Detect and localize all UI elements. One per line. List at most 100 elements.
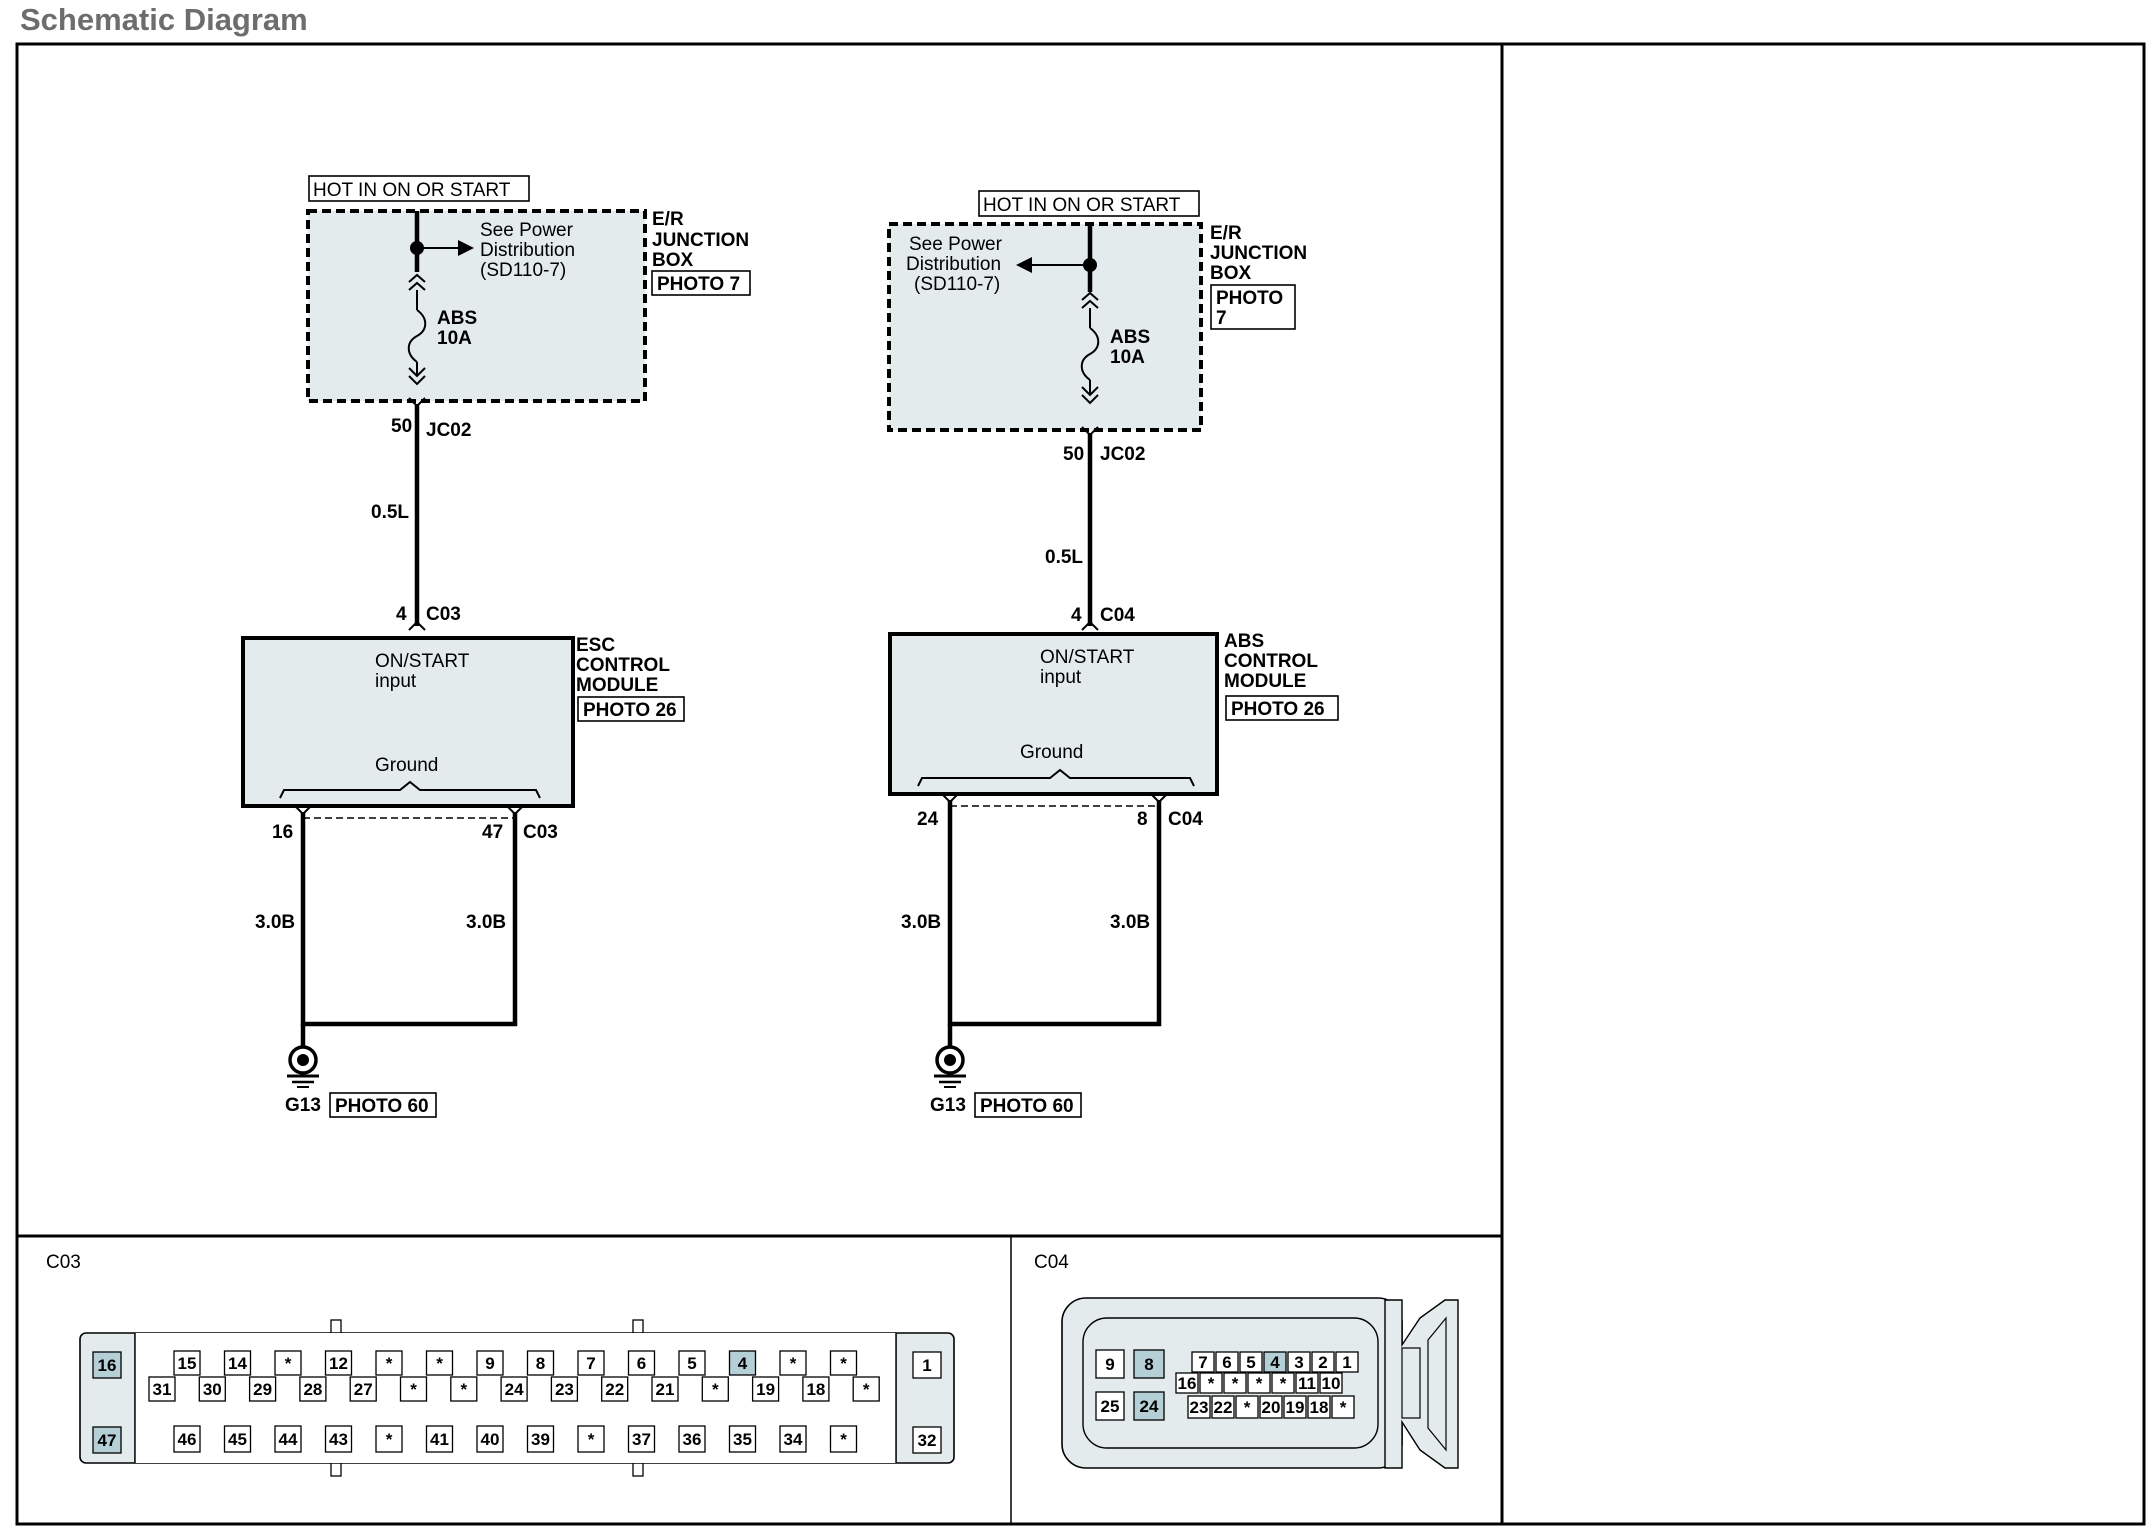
- pin-blank: *: [1247, 1372, 1271, 1394]
- jc-pin: 50: [391, 416, 412, 437]
- svg-text:35: 35: [733, 1430, 752, 1449]
- module-photo: PHOTO 26: [1231, 699, 1325, 720]
- pin-blank: *: [852, 1376, 880, 1402]
- pin-2: 2: [1311, 1351, 1335, 1373]
- ground-point: G13: [930, 1095, 966, 1116]
- pin-34: 34: [779, 1425, 807, 1453]
- svg-text:*: *: [460, 1380, 467, 1399]
- wire-ground-left: [300, 812, 328, 1027]
- svg-text:10: 10: [1322, 1374, 1341, 1393]
- ground-icon: [287, 1045, 319, 1088]
- svg-text:36: 36: [683, 1430, 702, 1449]
- pin-7: 7: [1191, 1351, 1215, 1373]
- svg-text:8: 8: [536, 1354, 545, 1373]
- junction-box: [306, 209, 647, 403]
- see-power-2: Distribution: [906, 254, 1001, 275]
- jc-connector: JC02: [426, 420, 471, 441]
- module-label-3: MODULE: [576, 675, 658, 696]
- pin-blank: *: [1235, 1395, 1259, 1419]
- pin-22: 22: [601, 1376, 629, 1402]
- see-power-3: (SD110-7): [914, 274, 1000, 295]
- gnd-pin-left: 24: [917, 809, 939, 830]
- pin-23: 23: [550, 1376, 579, 1402]
- ground-photo-box: [329, 1092, 437, 1118]
- pin-20: 20: [1259, 1395, 1283, 1419]
- fuse-name: ABS: [437, 308, 477, 329]
- wire-left-label: 3.0B: [901, 912, 941, 933]
- pin-7: 7: [577, 1350, 605, 1376]
- svg-text:6: 6: [637, 1354, 646, 1373]
- wire-right-label: 3.0B: [466, 912, 506, 933]
- pin-47: 47: [92, 1426, 122, 1454]
- svg-text:*: *: [840, 1430, 847, 1449]
- svg-text:30: 30: [203, 1380, 222, 1399]
- svg-text:*: *: [386, 1430, 393, 1449]
- fuse-icon: [407, 273, 427, 386]
- hot-label-box: [308, 175, 530, 202]
- pin-35: 35: [728, 1425, 757, 1453]
- svg-text:*: *: [1208, 1374, 1215, 1393]
- svg-text:14: 14: [228, 1354, 247, 1373]
- pin-14: 14: [223, 1350, 252, 1376]
- junction-box: [887, 222, 1203, 432]
- svg-text:28: 28: [303, 1380, 322, 1399]
- hot-label: HOT IN ON OR START: [983, 195, 1181, 216]
- junction-box-label-3: BOX: [1210, 263, 1252, 284]
- junction-box-label-2: JUNCTION: [1210, 243, 1307, 264]
- svg-text:22: 22: [1214, 1398, 1233, 1417]
- circuit-abs: HOT IN ON OR START E/R JUNCTION BOX PHOT…: [887, 190, 1339, 1118]
- svg-text:21: 21: [656, 1380, 675, 1399]
- svg-text:*: *: [790, 1354, 797, 1373]
- svg-text:16: 16: [98, 1356, 117, 1375]
- pin-29: 29: [248, 1376, 277, 1402]
- pin-blank: *: [1331, 1395, 1355, 1419]
- hot-label-box: [978, 190, 1200, 217]
- wire-ground-left: [947, 800, 968, 1027]
- svg-text:37: 37: [632, 1430, 651, 1449]
- pin-1: 1: [1335, 1351, 1359, 1373]
- svg-text:31: 31: [153, 1380, 172, 1399]
- abs-control-module: [888, 632, 1219, 796]
- svg-text:22: 22: [605, 1380, 624, 1399]
- pin-blank: *: [1271, 1372, 1295, 1394]
- svg-text:19: 19: [1286, 1398, 1305, 1417]
- ground-label: Ground: [1020, 742, 1083, 763]
- pin-8: 8: [526, 1350, 555, 1376]
- module-pin: 4: [396, 604, 407, 625]
- see-power-1: See Power: [480, 220, 574, 241]
- input-label-1: ON/START: [1040, 647, 1135, 668]
- svg-text:7: 7: [586, 1354, 595, 1373]
- svg-text:40: 40: [481, 1430, 500, 1449]
- pin-blank: *: [1199, 1372, 1223, 1394]
- ground-point: G13: [285, 1095, 321, 1116]
- svg-text:25: 25: [1101, 1397, 1120, 1416]
- svg-text:47: 47: [98, 1431, 117, 1450]
- gnd-pin-right: 47: [482, 822, 503, 843]
- module-label-1: ESC: [576, 635, 615, 656]
- svg-text:46: 46: [178, 1430, 197, 1449]
- pin-23: 23: [1187, 1395, 1211, 1419]
- pin-blank: *: [829, 1350, 858, 1376]
- svg-text:5: 5: [1246, 1353, 1255, 1372]
- pin-blank: *: [829, 1425, 858, 1453]
- pin-45: 45: [223, 1425, 252, 1453]
- pin-blank: *: [399, 1376, 428, 1402]
- svg-text:45: 45: [228, 1430, 247, 1449]
- svg-text:12: 12: [329, 1354, 348, 1373]
- svg-text:44: 44: [279, 1430, 298, 1449]
- module-label-2: CONTROL: [576, 655, 670, 676]
- svg-text:23: 23: [1190, 1398, 1209, 1417]
- svg-text:1: 1: [922, 1356, 931, 1375]
- pin-27: 27: [349, 1376, 377, 1402]
- pin-10: 10: [1319, 1372, 1343, 1394]
- pin-41: 41: [425, 1425, 454, 1453]
- input-label-1: ON/START: [375, 651, 470, 672]
- see-power-2: Distribution: [480, 240, 575, 261]
- svg-text:9: 9: [485, 1354, 494, 1373]
- junction-box-label-2: JUNCTION: [652, 230, 749, 251]
- module-pin: 4: [1071, 605, 1082, 626]
- svg-text:23: 23: [555, 1380, 574, 1399]
